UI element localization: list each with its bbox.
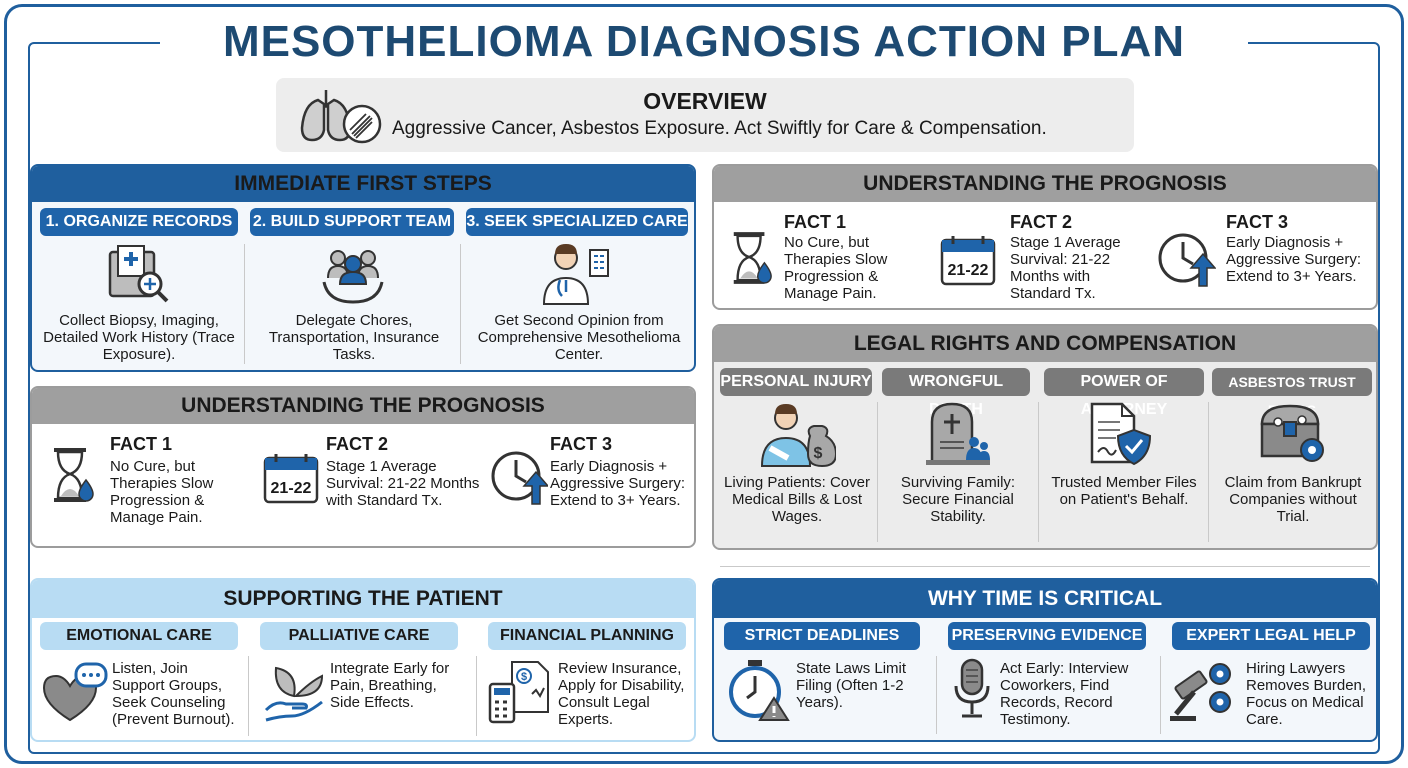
gavel-gears-icon: [1170, 658, 1236, 722]
prognosis-heading-left: UNDERSTANDING THE PROGNOSIS: [32, 388, 694, 424]
legal-text-personal-injury: Living Patients: Cover Medical Bills & L…: [724, 474, 870, 525]
overview-box: OVERVIEW Aggressive Cancer, Asbestos Exp…: [276, 78, 1134, 152]
supporting-patient-panel: SUPPORTING THE PATIENT EMOTIONAL CARE PA…: [30, 578, 696, 742]
support-text-financial-planning: Review Insurance, Apply for Disability, …: [558, 660, 685, 728]
fact-1-text: No Cure, but Therapies Slow Progression …: [110, 458, 214, 526]
legal-label-personal-injury: PERSONAL INJURY: [720, 368, 872, 396]
legal-text-asbestos-trust-funds: Claim from Bankrupt Companies without Tr…: [1224, 474, 1362, 525]
calendar-icon: 21-22: [938, 234, 998, 286]
fact-1-title: FACT 1: [784, 212, 847, 232]
hand-leaf-icon: [264, 662, 326, 722]
divider: [460, 244, 461, 364]
time-label-preserving-evidence: PRESERVING EVIDENCE: [948, 622, 1146, 650]
treasure-chest-icon: [1258, 402, 1328, 466]
injured-patient-icon: $: [760, 402, 836, 468]
fact-2-text: Stage 1 Average Survival: 21-22 Months w…: [1010, 234, 1121, 302]
legal-text-power-of-attorney: Trusted Member Files on Patient's Behalf…: [1051, 474, 1197, 508]
support-label-emotional-care: EMOTIONAL CARE: [40, 622, 238, 650]
step-label-build-support-team: 2. BUILD SUPPORT TEAM: [250, 208, 454, 236]
step-label-organize-records: 1. ORGANIZE RECORDS: [40, 208, 238, 236]
hourglass-icon: [48, 446, 96, 504]
calendar-icon: 21-22: [262, 452, 320, 504]
hourglass-icon: [728, 230, 774, 286]
heart-chat-icon: [42, 662, 108, 722]
fact-1-text: No Cure, but Therapies Slow Progression …: [784, 234, 888, 302]
legal-rights-heading: LEGAL RIGHTS AND COMPENSATION: [714, 326, 1376, 362]
divider: [1208, 402, 1209, 542]
prognosis-panel-right: UNDERSTANDING THE PROGNOSIS FACT 1 No Cu…: [712, 164, 1378, 310]
why-time-critical-panel: WHY TIME IS CRITICAL STRICT DEADLINES PR…: [712, 578, 1378, 742]
fact-3-text: Early Diagnosis + Aggressive Surgery: Ex…: [550, 458, 686, 509]
legal-label-asbestos-trust-funds: ASBESTOS TRUST FUNDS: [1212, 368, 1372, 418]
support-label-financial-planning: FINANCIAL PLANNING: [488, 622, 686, 650]
clock-arrow-icon: [1156, 230, 1216, 288]
fact-2-title: FACT 2: [326, 434, 389, 454]
section-divider: [720, 566, 1370, 567]
legal-text-wrongful-death: Surviving Family: Secure Financial Stabi…: [900, 474, 1016, 525]
step-label-seek-specialized-care: 3. SEEK SPECIALIZED CARE: [466, 208, 688, 236]
clock-arrow-icon: [490, 448, 548, 506]
overview-text: Aggressive Cancer, Asbestos Exposure. Ac…: [392, 118, 1047, 139]
divider: [244, 244, 245, 364]
svg-text:$: $: [521, 671, 527, 683]
calculator-document-icon: $: [488, 660, 552, 724]
fact-3-title: FACT 3: [1226, 212, 1289, 232]
legal-label-wrongful-death: WRONGFUL DEATH: [882, 368, 1030, 418]
divider: [248, 656, 249, 736]
divider: [1038, 402, 1039, 542]
legal-label-power-of-attorney: POWER OF ATTORNEY: [1044, 368, 1204, 418]
document-shield-icon: [1088, 402, 1154, 466]
lungs-asbestos-icon: [298, 84, 384, 146]
overview-heading: OVERVIEW: [643, 88, 767, 114]
doctor-icon: [540, 240, 612, 306]
step-text-build-support-team: Delegate Chores, Transportation, Insuran…: [268, 312, 440, 363]
step-text-organize-records: Collect Biopsy, Imaging, Detailed Work H…: [43, 312, 235, 363]
stopwatch-warning-icon: [726, 658, 790, 722]
time-text-strict-deadlines: State Laws Limit Filing (Often 1-2 Years…: [796, 660, 907, 711]
fact-3-text: Early Diagnosis + Aggressive Surgery: Ex…: [1226, 234, 1362, 285]
immediate-steps-panel: IMMEDIATE FIRST STEPS 1. ORGANIZE RECORD…: [30, 164, 696, 372]
fact-2-text: Stage 1 Average Survival: 21-22 Months w…: [326, 458, 480, 509]
support-team-icon: [320, 242, 386, 306]
time-label-expert-legal-help: EXPERT LEGAL HELP: [1172, 622, 1370, 650]
time-label-strict-deadlines: STRICT DEADLINES: [724, 622, 920, 650]
legal-rights-panel: LEGAL RIGHTS AND COMPENSATION PERSONAL I…: [712, 324, 1378, 550]
time-text-expert-legal-help: Hiring Lawyers Removes Burden, Focus on …: [1246, 660, 1367, 728]
divider: [1160, 656, 1161, 734]
support-text-emotional-care: Listen, Join Support Groups, Seek Counse…: [112, 660, 235, 728]
immediate-steps-heading: IMMEDIATE FIRST STEPS: [32, 166, 694, 202]
gravestone-family-icon: [924, 402, 992, 466]
svg-text:21-22: 21-22: [948, 262, 989, 279]
svg-text:$: $: [814, 445, 823, 462]
microphone-icon: [952, 658, 992, 722]
support-label-palliative-care: PALLIATIVE CARE: [260, 622, 458, 650]
fact-1-title: FACT 1: [110, 434, 173, 454]
time-text-preserving-evidence: Act Early: Interview Coworkers, Find Rec…: [1000, 660, 1129, 728]
svg-text:21-22: 21-22: [271, 480, 312, 497]
divider: [936, 656, 937, 734]
divider: [476, 656, 477, 736]
medical-folder-icon: [106, 242, 172, 306]
support-text-palliative-care: Integrate Early for Pain, Breathing, Sid…: [330, 660, 450, 711]
prognosis-heading-right: UNDERSTANDING THE PROGNOSIS: [714, 166, 1376, 202]
divider: [877, 402, 878, 542]
page-title: MESOTHELIOMA DIAGNOSIS ACTION PLAN: [160, 14, 1248, 70]
fact-3-title: FACT 3: [550, 434, 613, 454]
step-text-seek-specialized-care: Get Second Opinion from Comprehensive Me…: [477, 312, 681, 363]
fact-2-title: FACT 2: [1010, 212, 1073, 232]
why-time-critical-heading: WHY TIME IS CRITICAL: [714, 580, 1376, 618]
supporting-patient-heading: SUPPORTING THE PATIENT: [32, 580, 694, 618]
prognosis-panel-left: UNDERSTANDING THE PROGNOSIS FACT 1 No Cu…: [30, 386, 696, 548]
outer-frame: [4, 4, 1404, 764]
